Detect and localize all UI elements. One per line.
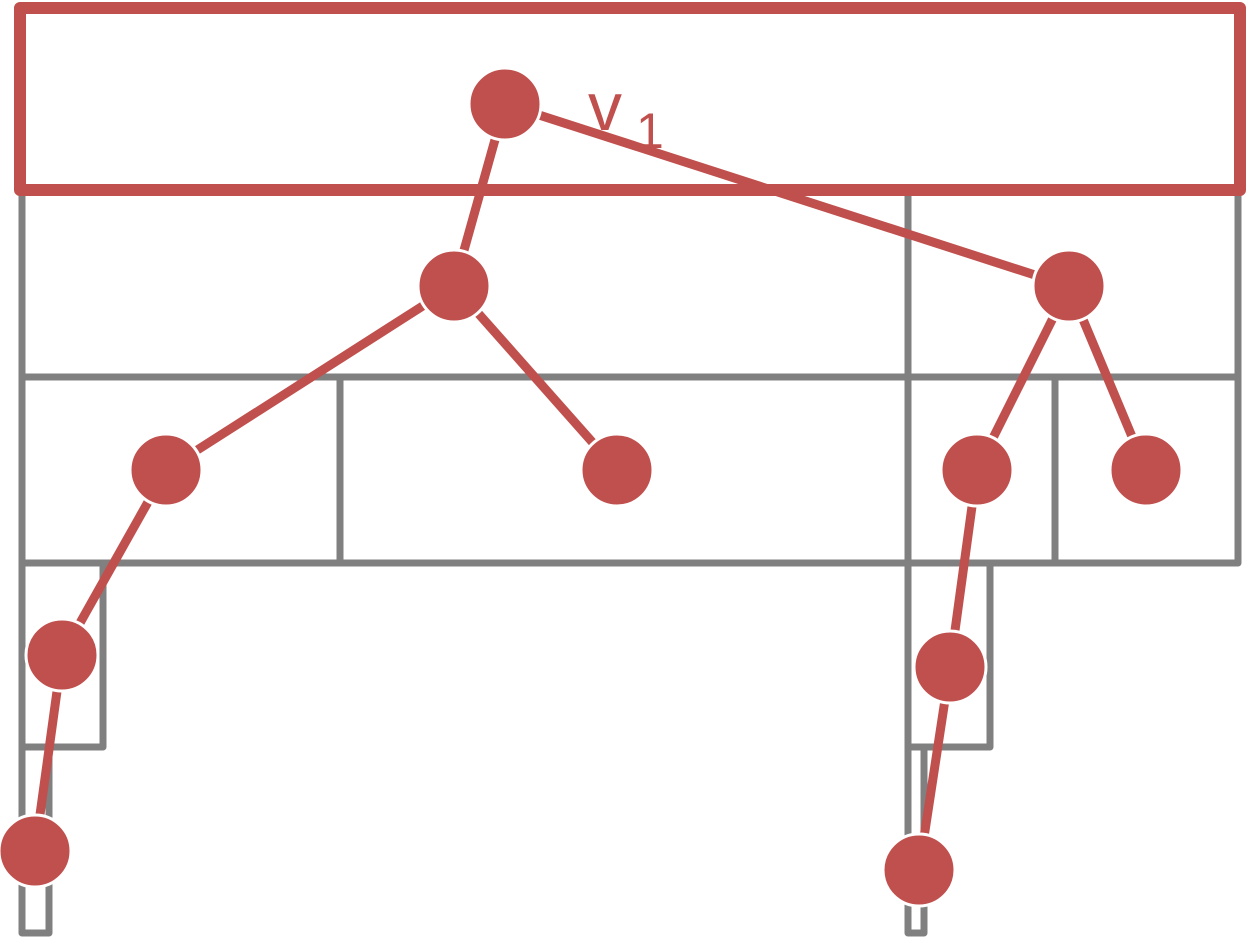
root-node-label: v 1 [588,69,664,159]
tree-node-n8 [24,617,100,693]
tree-node-n11 [881,832,957,908]
cell-level2-d [1051,373,1242,567]
edge-n2-n5 [450,283,621,473]
tree-node-n4 [128,432,204,508]
root-cell [14,2,1246,196]
tree-node-n3 [1031,248,1107,324]
cell-level3-right [904,559,994,751]
tree-node-n5 [579,432,655,508]
root-label-subscript: 1 [636,103,664,159]
tree-node-n10 [912,629,988,705]
tree-node-n6 [939,432,1015,508]
edge-v1-n3 [503,99,1071,291]
cell-level3-left [18,559,107,751]
tree-node-n9 [0,813,73,889]
tree-nodes [0,66,1184,908]
edge-n2-n4 [163,282,457,474]
tree-node-n7 [1108,432,1184,508]
root-label-main: v [588,69,622,145]
tree-node-n2 [416,248,492,324]
tree-node-v1 [467,66,543,142]
